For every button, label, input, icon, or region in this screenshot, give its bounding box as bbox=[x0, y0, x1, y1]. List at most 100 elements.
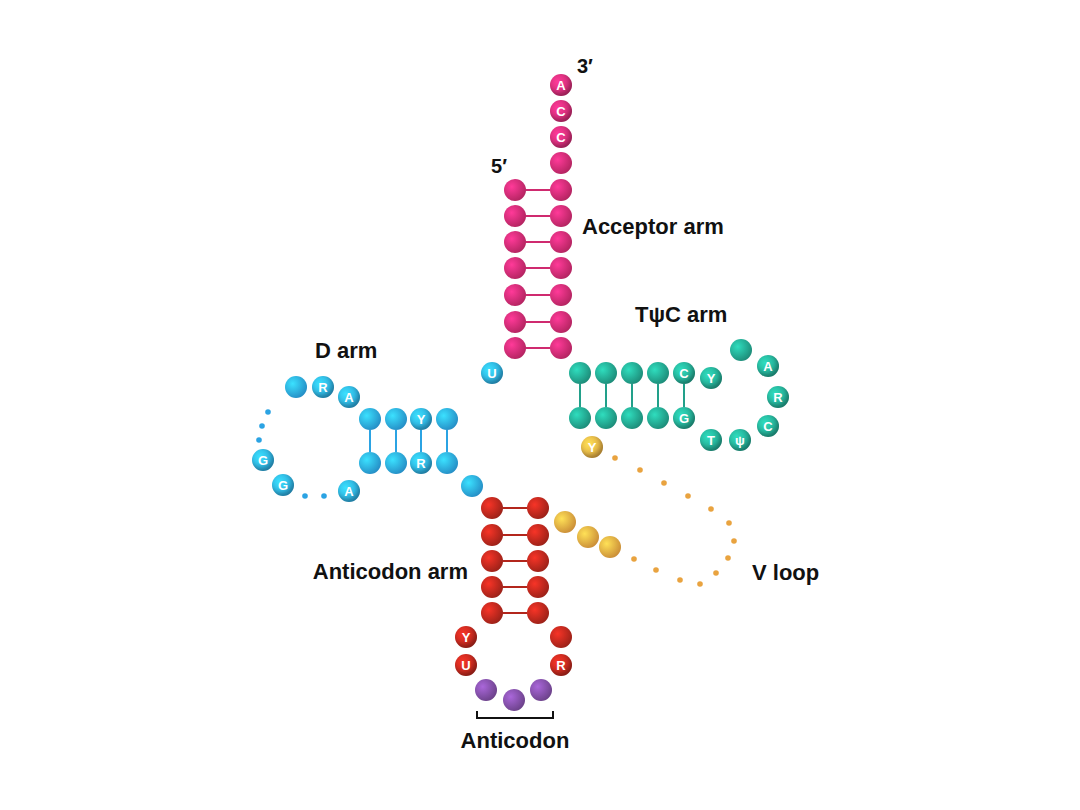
nucleotide-circle bbox=[550, 231, 572, 253]
nucleotide-circle bbox=[550, 337, 572, 359]
nucleotide-circle bbox=[647, 407, 669, 429]
base-letter: G bbox=[258, 454, 268, 467]
part-label: 5′ bbox=[491, 155, 507, 177]
nucleotide-circle: Y bbox=[455, 626, 477, 648]
base-pair-line bbox=[657, 384, 659, 407]
nucleotide-circle bbox=[595, 362, 617, 384]
base-pair-line bbox=[526, 321, 550, 323]
base-letter: C bbox=[556, 105, 565, 118]
nucleotide-circle: C bbox=[550, 100, 572, 122]
base-pair-line bbox=[503, 612, 527, 614]
nucleotide-circle bbox=[475, 679, 497, 701]
nucleotide-circle: G bbox=[673, 407, 695, 429]
nucleotide-circle bbox=[527, 524, 549, 546]
base-pair-line bbox=[526, 215, 550, 217]
nucleotide-circle: R bbox=[767, 386, 789, 408]
base-pair-line bbox=[526, 347, 550, 349]
base-pair-line bbox=[503, 560, 527, 562]
nucleotide-circle: R bbox=[550, 654, 572, 676]
base-pair-line bbox=[526, 294, 550, 296]
nucleotide-circle bbox=[595, 407, 617, 429]
base-letter: A bbox=[344, 391, 353, 404]
nucleotide-circle bbox=[569, 407, 591, 429]
base-letter: A bbox=[344, 485, 353, 498]
nucleotide-circle: ψ bbox=[729, 429, 751, 451]
loop-dot bbox=[631, 556, 637, 562]
loop-dot bbox=[726, 520, 732, 526]
nucleotide-circle bbox=[647, 362, 669, 384]
part-label: 3′ bbox=[577, 55, 593, 77]
loop-dot bbox=[612, 455, 618, 461]
nucleotide-circle: C bbox=[673, 362, 695, 384]
loop-dot bbox=[677, 577, 683, 583]
nucleotide-circle bbox=[730, 339, 752, 361]
base-letter: U bbox=[487, 367, 496, 380]
nucleotide-circle: R bbox=[312, 376, 334, 398]
loop-dot bbox=[321, 493, 327, 499]
nucleotide-circle bbox=[461, 475, 483, 497]
nucleotide-circle bbox=[481, 524, 503, 546]
loop-dot bbox=[265, 409, 271, 415]
base-pair-line bbox=[503, 534, 527, 536]
loop-dot bbox=[302, 493, 308, 499]
base-letter: R bbox=[416, 457, 425, 470]
nucleotide-circle bbox=[621, 407, 643, 429]
base-letter: Y bbox=[707, 372, 716, 385]
base-pair-line bbox=[446, 430, 448, 452]
loop-dot bbox=[259, 423, 265, 429]
nucleotide-circle bbox=[554, 511, 576, 533]
base-letter: Y bbox=[588, 441, 597, 454]
nucleotide-circle bbox=[550, 257, 572, 279]
nucleotide-circle bbox=[504, 311, 526, 333]
part-label: D arm bbox=[315, 339, 377, 363]
base-letter: R bbox=[318, 381, 327, 394]
nucleotide-circle bbox=[436, 408, 458, 430]
base-pair-line bbox=[369, 430, 371, 452]
base-pair-line bbox=[420, 430, 422, 452]
nucleotide-circle: A bbox=[338, 480, 360, 502]
base-pair-line bbox=[503, 507, 527, 509]
base-pair-line bbox=[526, 241, 550, 243]
nucleotide-circle: R bbox=[410, 452, 432, 474]
loop-dot bbox=[708, 506, 714, 512]
nucleotide-circle bbox=[385, 452, 407, 474]
nucleotide-circle bbox=[550, 179, 572, 201]
loop-dot bbox=[731, 538, 737, 544]
nucleotide-circle bbox=[527, 550, 549, 572]
anticodon-bracket bbox=[477, 711, 553, 718]
base-letter: R bbox=[773, 391, 782, 404]
nucleotide-circle bbox=[621, 362, 643, 384]
base-letter: G bbox=[278, 479, 288, 492]
nucleotide-circle bbox=[569, 362, 591, 384]
base-pair-line bbox=[526, 267, 550, 269]
nucleotide-circle bbox=[359, 408, 381, 430]
base-pair-line bbox=[579, 384, 581, 407]
loop-dot bbox=[661, 480, 667, 486]
base-letter: C bbox=[763, 420, 772, 433]
nucleotide-circle: Y bbox=[581, 436, 603, 458]
nucleotide-circle bbox=[550, 284, 572, 306]
nucleotide-circle bbox=[577, 526, 599, 548]
nucleotide-circle: G bbox=[272, 474, 294, 496]
nucleotide-circle bbox=[599, 536, 621, 558]
base-letter: A bbox=[763, 360, 772, 373]
base-letter: T bbox=[707, 434, 715, 447]
base-letter: Y bbox=[462, 631, 471, 644]
nucleotide-circle bbox=[503, 689, 525, 711]
loop-dot bbox=[685, 493, 691, 499]
base-letter: R bbox=[556, 659, 565, 672]
base-letter: C bbox=[679, 367, 688, 380]
part-label: TψC arm bbox=[635, 303, 727, 327]
nucleotide-circle bbox=[504, 284, 526, 306]
nucleotide-circle: Y bbox=[410, 408, 432, 430]
nucleotide-circle bbox=[504, 205, 526, 227]
nucleotide-circle bbox=[550, 152, 572, 174]
nucleotide-circle bbox=[527, 497, 549, 519]
base-pair-line bbox=[605, 384, 607, 407]
nucleotide-circle: G bbox=[252, 449, 274, 471]
base-pair-line bbox=[503, 586, 527, 588]
nucleotide-circle: Y bbox=[700, 367, 722, 389]
